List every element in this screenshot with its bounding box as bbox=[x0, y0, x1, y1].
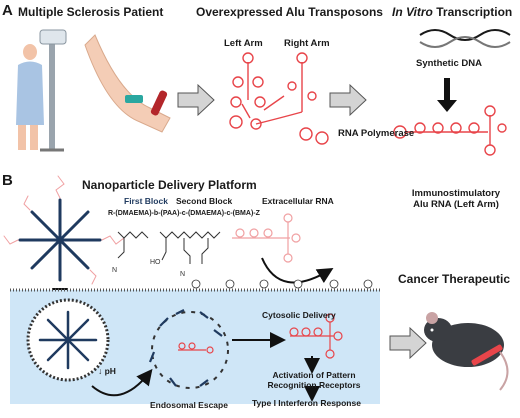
ph-label: ↓ pH bbox=[98, 366, 116, 376]
ivt-title-italic: In Vitro bbox=[392, 5, 433, 19]
svg-text:HO: HO bbox=[150, 259, 161, 266]
ph-curve-arrow bbox=[91, 368, 153, 397]
ivt-title-rest: Transcription bbox=[432, 5, 513, 19]
endosomal-label: Endosomal Escape bbox=[150, 400, 228, 410]
dna-helix-icon bbox=[419, 29, 511, 48]
polymer-chain-structure: N HO N bbox=[112, 231, 221, 278]
rna-polymerase-label: RNA Polymerase bbox=[338, 128, 415, 139]
interferon-label: Type I Interferon Response bbox=[252, 398, 361, 408]
star-polymer-nanoparticle bbox=[3, 175, 125, 285]
arm-blood-draw-illustration bbox=[84, 34, 171, 133]
polymer-formula: R-(DMAEMA)-b-(PAA)-c-(DMAEMA)-c-(BMA)-Z bbox=[108, 210, 260, 217]
cytosolic-rna bbox=[289, 313, 343, 359]
extracellular-rna bbox=[232, 213, 301, 263]
svg-text:N: N bbox=[112, 267, 117, 274]
uptake-curve-arrow bbox=[261, 257, 334, 284]
endosome-disruption bbox=[148, 309, 229, 389]
synthetic-dna-label: Synthetic DNA bbox=[416, 58, 482, 69]
activation-line2: Recognition Receptors bbox=[267, 380, 361, 390]
second-block-label: Second Block bbox=[176, 196, 233, 206]
extracellular-rna-label: Extracellular RNA bbox=[262, 196, 334, 206]
activation-label: Activation of Pattern Recognition Recept… bbox=[258, 370, 370, 390]
svg-text:N: N bbox=[180, 271, 185, 278]
gray-arrow-1 bbox=[177, 83, 215, 117]
gray-arrow-3 bbox=[389, 326, 427, 360]
black-down-arrow bbox=[437, 78, 457, 112]
immuno-line2: Alu RNA (Left Arm) bbox=[413, 199, 499, 210]
immuno-label: Immunostimulatory Alu RNA (Left Arm) bbox=[398, 188, 514, 210]
right-arm-label: Right Arm bbox=[284, 38, 330, 49]
activation-line1: Activation of Pattern bbox=[272, 370, 356, 380]
transcribed-rna-left-arm bbox=[393, 105, 507, 156]
cancer-title: Cancer Therapeutic bbox=[398, 272, 511, 286]
endocytic-vesicle bbox=[26, 298, 110, 382]
panel-a-letter: A bbox=[2, 2, 13, 19]
left-arm-label: Left Arm bbox=[224, 38, 263, 49]
patient-title: Multiple Sclerosis Patient bbox=[18, 5, 164, 19]
patient-illustration bbox=[16, 29, 67, 152]
mouse-illustration bbox=[424, 312, 509, 391]
first-block-label: First Block bbox=[124, 196, 168, 206]
alu-rna-structure bbox=[229, 52, 329, 145]
alu-title: Overexpressed Alu Transposons bbox=[196, 5, 383, 19]
ivt-title: In Vitro Transcription bbox=[392, 5, 512, 19]
panel-b-letter: B bbox=[2, 172, 13, 189]
platform-title: Nanoparticle Delivery Platform bbox=[82, 178, 257, 192]
gray-arrow-2 bbox=[329, 83, 367, 117]
cytosolic-label: Cytosolic Delivery bbox=[262, 310, 336, 320]
membrane-charges bbox=[191, 279, 373, 289]
immuno-line1: Immunostimulatory bbox=[411, 188, 501, 199]
